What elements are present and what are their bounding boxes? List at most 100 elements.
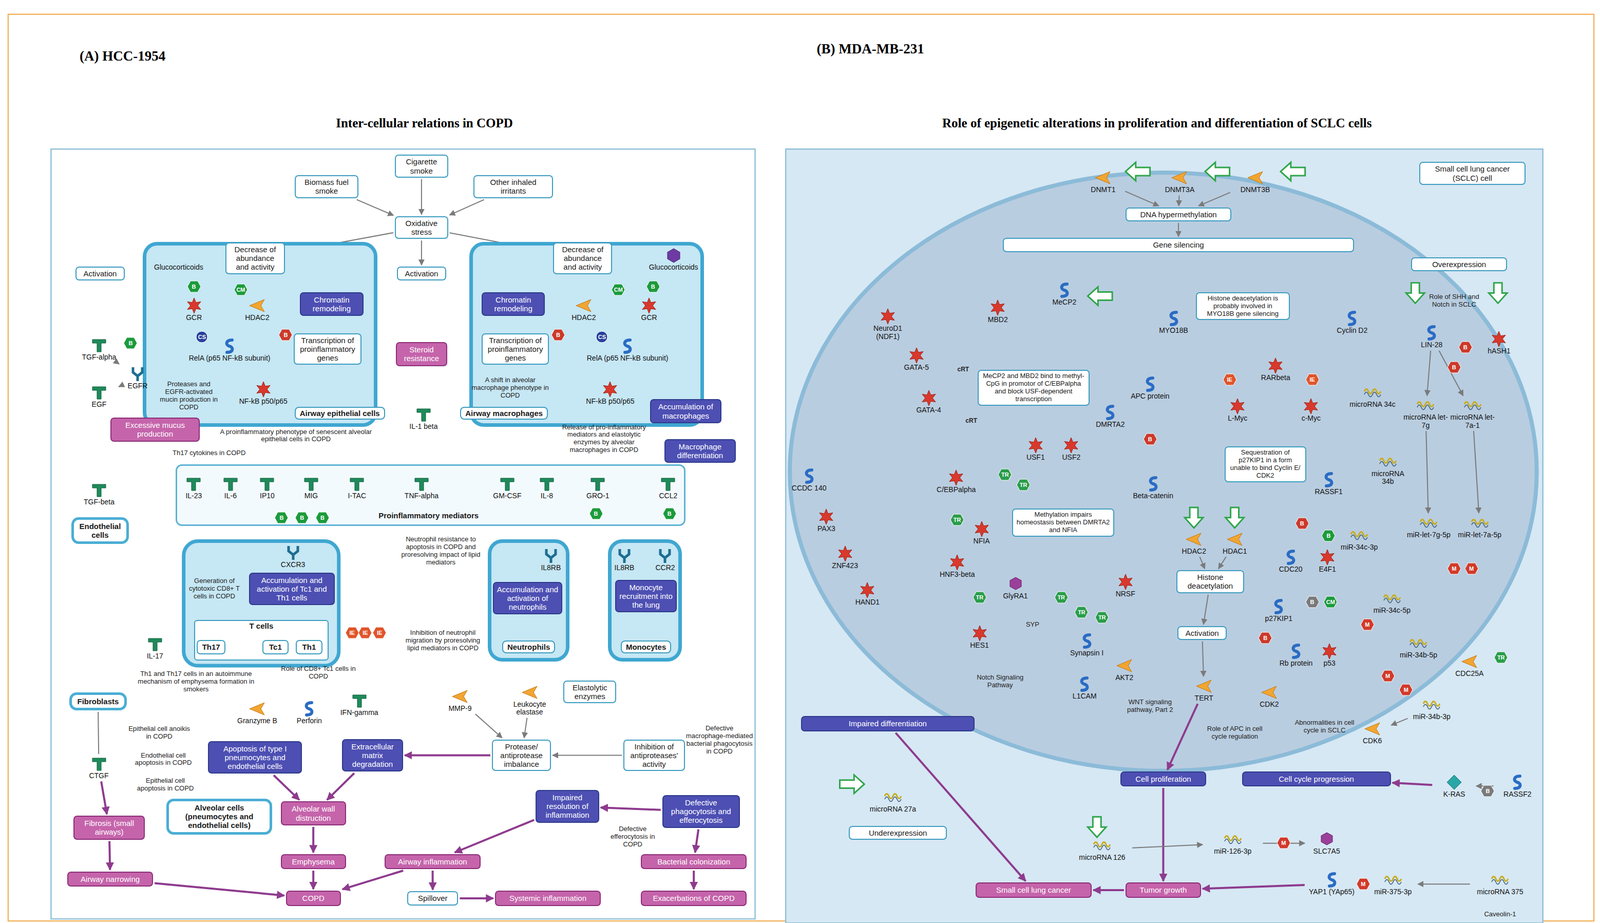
icon-shape — [1364, 722, 1380, 735]
process-box: Th17 — [196, 639, 226, 654]
icon-shape — [1420, 522, 1437, 527]
group-heading: T cells — [195, 620, 328, 631]
gene-node: USF1 — [1018, 436, 1054, 462]
badge-text: B — [1458, 340, 1473, 354]
gene-icon — [1408, 634, 1428, 652]
node-text: Airway narrowing — [70, 874, 150, 884]
badge-text: B — [550, 328, 566, 341]
icon-shape — [1247, 171, 1263, 184]
gene-icon — [1065, 675, 1103, 693]
node-text: Cigarette smoke — [398, 157, 445, 176]
gene-node: GATA-5 — [896, 347, 937, 372]
node-text: hASH1 — [1478, 347, 1520, 355]
gene-node: HDAC1 — [1214, 530, 1255, 556]
gene-icon — [231, 700, 283, 717]
effect-badge: IE — [345, 626, 360, 639]
note-text: Role of SHH and Notch in SCLC — [1425, 293, 1483, 309]
effect-badge: IE — [1222, 373, 1237, 386]
node-text: L1CAM — [1065, 692, 1103, 700]
gene-icon — [145, 635, 165, 653]
effect-badge: TR — [1094, 611, 1110, 624]
icon-shape — [603, 381, 617, 397]
node-text: APC protein — [1129, 392, 1171, 400]
icon-shape — [1224, 838, 1242, 844]
gene-icon — [1077, 632, 1097, 650]
node-text: Systemic inflammation — [498, 893, 598, 903]
badge-text: TR — [997, 468, 1013, 481]
icon-shape — [1384, 876, 1402, 882]
icon-shape — [881, 308, 895, 325]
node-text: Accumulation and activation of neutrophi… — [496, 584, 559, 612]
process-box: Decrease of abundance and activity — [225, 242, 285, 275]
gene-icon — [946, 469, 966, 486]
gene-icon — [1164, 310, 1184, 327]
gene-icon — [947, 554, 967, 571]
icon-shape — [1196, 679, 1212, 693]
effect-badge: M — [1356, 877, 1371, 890]
process-box: Spillover — [407, 890, 459, 905]
badge-shape — [1356, 878, 1370, 890]
process-box: Protease/ antiprotease imbalance — [491, 739, 551, 772]
gene-node: TNF-alpha — [395, 475, 447, 500]
icon-shape — [1350, 531, 1368, 537]
icon-shape — [187, 297, 201, 314]
effect-badge: M — [1380, 669, 1396, 682]
node-text: Activation — [79, 269, 121, 278]
connector — [1177, 222, 1179, 237]
node-text: GlyRA1 — [995, 592, 1036, 600]
node-text: GCR — [173, 313, 215, 322]
badge-shape — [662, 507, 677, 520]
gene-node: TERT — [1188, 677, 1220, 702]
gene-icon — [1124, 475, 1182, 492]
badge-text: M — [1446, 562, 1462, 575]
gene-node: microRNA 34c — [1348, 384, 1396, 409]
badge-text: M — [1276, 836, 1291, 849]
white-arrow — [1405, 282, 1425, 304]
node-text: Role of SHH and Notch in SCLC — [1425, 293, 1483, 309]
interaction-tag: cRT — [965, 416, 978, 425]
gene-icon — [1316, 642, 1343, 660]
gene-node: miR-let-7a-5p — [1454, 514, 1506, 539]
gene-node: IFN-gamma — [333, 692, 385, 717]
gene-node: Glucocorticoids — [642, 246, 704, 272]
node-text: Cell cycle progression — [1245, 774, 1388, 784]
node-text: Inhibition of neutrophil migration by pr… — [402, 629, 484, 653]
gene-node: CDC25A — [1448, 653, 1491, 678]
icon-shape — [1461, 655, 1477, 668]
note-text: Epithelial cell apoptosis in COPD — [131, 776, 199, 793]
badge-shape — [1305, 373, 1320, 386]
badge-text: M — [1380, 669, 1396, 682]
white-arrow — [1087, 816, 1107, 837]
outcome-box: Airway inflammation — [384, 853, 481, 869]
icon-shape — [540, 478, 554, 491]
gene-icon — [1369, 871, 1417, 888]
icon-shape — [1471, 519, 1489, 524]
gene-icon — [139, 635, 171, 653]
icon-shape — [1275, 600, 1282, 613]
node-text: DNA hypermethylation — [1129, 210, 1229, 219]
badge-text: TR — [1016, 478, 1031, 491]
icon-shape — [1083, 634, 1090, 647]
gene-icon — [450, 688, 470, 705]
gene-icon — [816, 508, 836, 525]
node-text: YAP1 (YAp65) — [1306, 887, 1358, 896]
gene-icon — [896, 347, 937, 364]
badge-shape — [372, 626, 387, 639]
outcome-box: Bacterial colonization — [640, 853, 748, 869]
gene-icon — [272, 544, 314, 561]
icon-shape — [661, 478, 675, 491]
gene-node: DNMT3A — [1156, 169, 1204, 194]
gene-node: p53 — [1316, 642, 1343, 668]
connector — [312, 826, 315, 853]
badge-shape — [998, 468, 1012, 481]
t-cell-compartment — [183, 541, 339, 666]
icon-shape — [1464, 402, 1481, 407]
gene-icon — [1416, 396, 1435, 414]
gene-icon — [248, 700, 267, 717]
gene-icon — [858, 581, 877, 599]
effect-badge: IE — [1305, 373, 1320, 386]
gene-icon — [89, 755, 109, 772]
outcome-box: Steroid resistance — [395, 341, 447, 367]
node-text: CCR2 — [651, 563, 680, 572]
white-arrow — [1280, 162, 1306, 181]
